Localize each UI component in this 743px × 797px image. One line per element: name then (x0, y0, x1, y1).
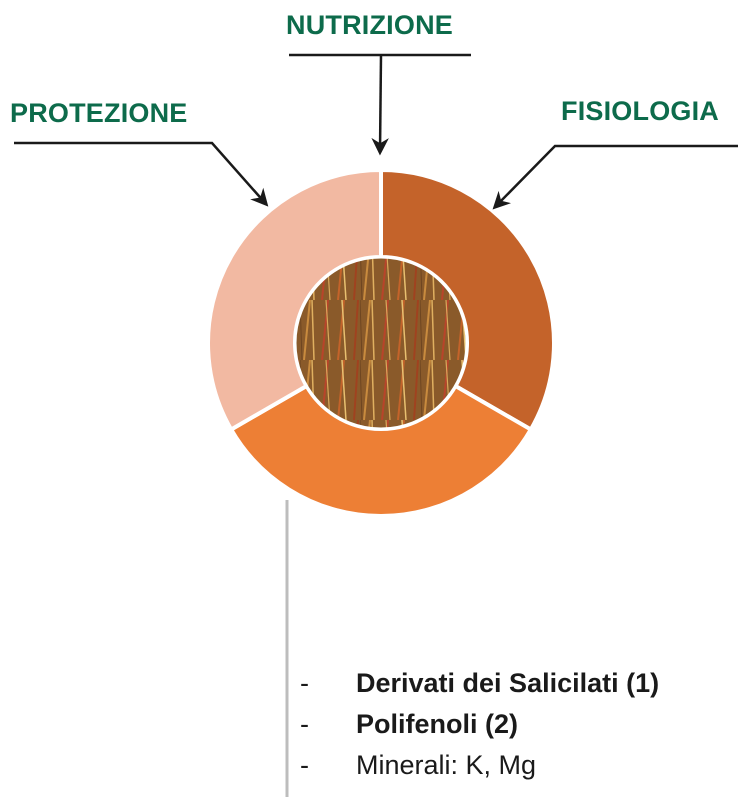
list-item: - Minerali: K, Mg (300, 745, 659, 786)
arrow-nutrizione (289, 53, 471, 156)
compound-list: - Derivati dei Salicilati (1) - Polifenoli … (300, 663, 659, 786)
list-item: - Derivati dei Salicilati (1) (300, 663, 659, 704)
list-dash: - (300, 709, 309, 739)
list-item-text: Derivati dei Salicilati (1) (356, 668, 660, 698)
list-item: - Polifenoli (2) (300, 704, 659, 745)
arrow-protezione (14, 141, 269, 207)
list-item-text: Minerali: K, Mg (356, 750, 537, 780)
label-protezione: PROTEZIONE (10, 98, 188, 128)
arrow-fisiologia (492, 144, 738, 210)
list-dash: - (300, 750, 309, 780)
list-dash: - (300, 668, 309, 698)
label-nutrizione: NUTRIZIONE (286, 10, 453, 40)
label-fisiologia: FISIOLOGIA (561, 96, 720, 126)
list-item-text: Polifenoli (2) (356, 709, 518, 739)
center-photo-image (293, 255, 469, 431)
